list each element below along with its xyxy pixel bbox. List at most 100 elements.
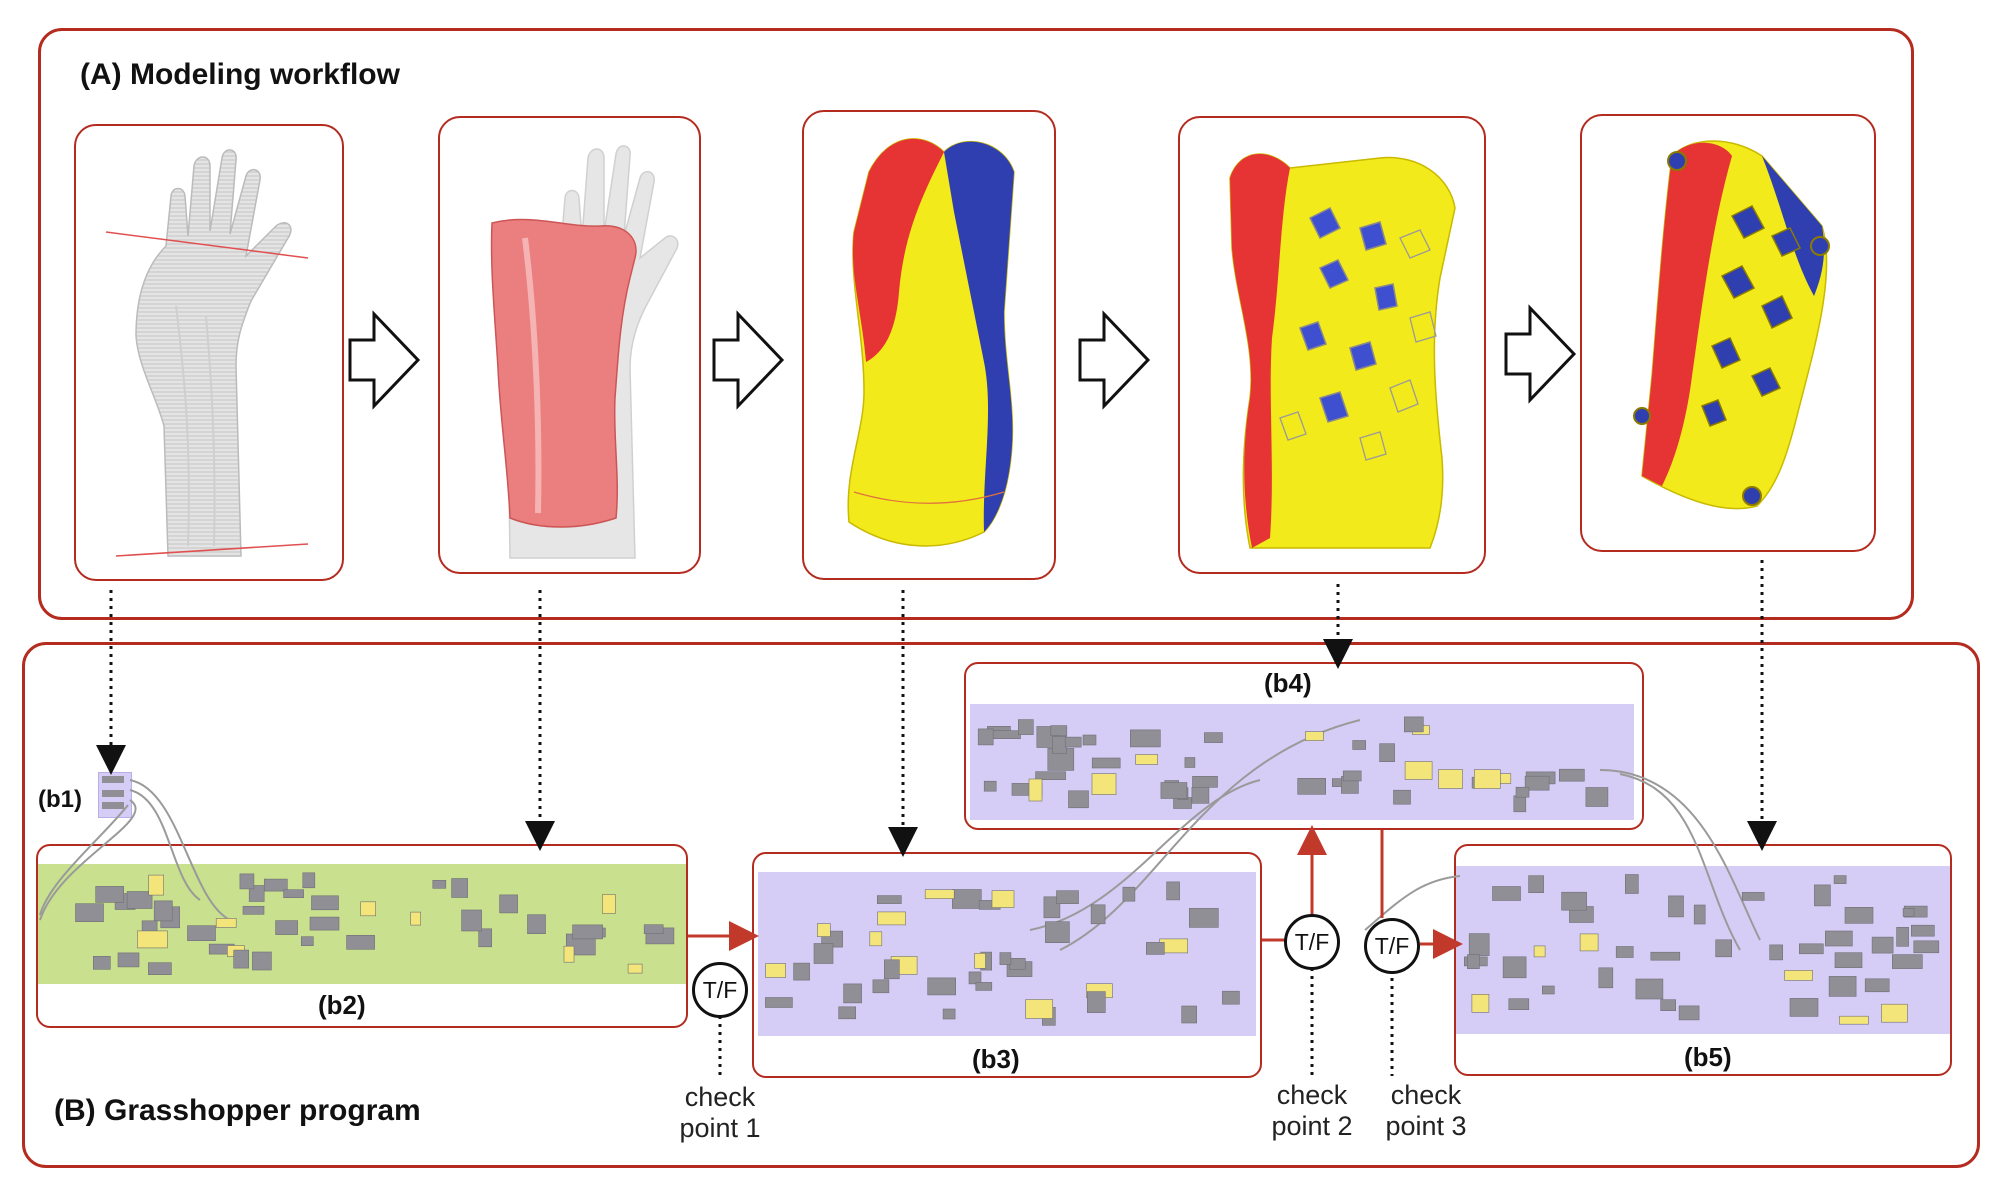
program-node-b2 xyxy=(252,951,272,971)
program-node-b2 xyxy=(451,878,468,898)
program-node-b3 xyxy=(927,977,957,996)
workflow-step-hand-scan xyxy=(74,124,344,581)
program-node-b5 xyxy=(1467,954,1480,970)
program-node-b4 xyxy=(1184,757,1196,768)
program-node-b5 xyxy=(1508,998,1530,1011)
perforated-splint-illustration xyxy=(1229,153,1456,549)
program-node-b2 xyxy=(643,924,664,935)
program-node-b3 xyxy=(1008,957,1026,970)
workflow-arrows xyxy=(348,304,1577,410)
program-node-b3 xyxy=(869,931,883,947)
program-node-b4 xyxy=(1130,729,1161,748)
program-node-b2 xyxy=(527,914,546,935)
label-b4: (b4) xyxy=(1264,668,1312,698)
program-node-b2 xyxy=(283,889,304,899)
program-node-b4 xyxy=(1305,731,1324,741)
workflow-step-split-shells xyxy=(802,110,1056,580)
program-node-b4 xyxy=(1135,754,1158,765)
program-node-b4 xyxy=(1379,743,1395,763)
program-node-b2 xyxy=(302,872,316,889)
program-node-b2 xyxy=(248,885,265,902)
program-node-b4 xyxy=(1091,757,1121,769)
program-node-b3 xyxy=(991,890,1015,908)
program-node-b5 xyxy=(1625,874,1639,894)
modeling-workflow-frame xyxy=(38,28,1914,620)
program-node-b3 xyxy=(1045,921,1070,944)
program-node-b3 xyxy=(843,983,862,1004)
program-node-b3 xyxy=(816,923,831,937)
program-node-b2 xyxy=(499,894,518,914)
workflow-step-surface-extract xyxy=(438,116,701,574)
program-node-b5 xyxy=(1784,970,1813,981)
checkpoint-3-line2: point 3 xyxy=(1385,1111,1467,1141)
program-wires xyxy=(39,719,1761,951)
program-node-b3 xyxy=(1166,881,1180,901)
program-node-b5 xyxy=(1635,978,1664,1000)
program-node-b5 xyxy=(1896,926,1909,947)
program-node-b3 xyxy=(974,952,986,969)
program-node-b5 xyxy=(1678,1005,1700,1021)
program-node-b4 xyxy=(1082,734,1097,746)
program-node-b2 xyxy=(95,886,124,903)
checkpoint-label-2: check point 2 xyxy=(1252,1080,1372,1142)
program-node-b1 xyxy=(102,776,124,783)
checkpoint-toggle-1: T/F xyxy=(692,962,748,1018)
program-node-b5 xyxy=(1528,875,1544,894)
checkpoint-toggle-3: T/F xyxy=(1364,918,1420,974)
program-node-b5 xyxy=(1693,904,1706,925)
program-node-b3 xyxy=(813,943,834,964)
program-node-b5 xyxy=(1492,886,1521,901)
label-b1: (b1) xyxy=(38,786,82,813)
program-node-b4 xyxy=(1052,735,1067,754)
program-node-b4 xyxy=(1352,740,1366,750)
program-node-b5 xyxy=(1799,943,1824,955)
program-node-b2 xyxy=(117,952,140,968)
program-node-b4 xyxy=(983,780,997,792)
program-node-b3 xyxy=(1181,1005,1197,1024)
program-node-b2 xyxy=(187,925,216,942)
checkpoint-2-line1: check xyxy=(1276,1080,1348,1110)
label-b3: (b3) xyxy=(972,1044,1020,1074)
program-node-b3 xyxy=(1122,886,1136,902)
program-node-b5 xyxy=(1825,930,1853,947)
program-node-b2 xyxy=(153,900,173,922)
program-node-b3 xyxy=(1146,942,1165,955)
program-node-b4 xyxy=(1017,719,1034,735)
program-node-b2 xyxy=(239,873,255,890)
program-node-b3 xyxy=(838,1006,857,1020)
program-node-b1 xyxy=(102,802,124,809)
program-node-b3 xyxy=(877,911,906,926)
program-node-b3 xyxy=(1222,990,1240,1005)
program-node-b4 xyxy=(1191,786,1210,804)
split-shell-illustration xyxy=(847,138,1015,547)
program-node-b4 xyxy=(1513,795,1527,813)
program-node-b4 xyxy=(1035,771,1066,781)
program-node-b5 xyxy=(1839,1015,1869,1025)
program-node-b4 xyxy=(1192,775,1218,788)
program-node-b5 xyxy=(1542,985,1555,995)
program-node-b3 xyxy=(942,1008,956,1020)
checkpoint-stems xyxy=(718,968,1394,1080)
program-node-b4 xyxy=(1393,789,1411,805)
program-node-b5 xyxy=(1668,895,1684,918)
program-node-b4 xyxy=(1404,716,1424,733)
program-node-b4 xyxy=(1297,777,1326,795)
flow-arrow-3 xyxy=(1078,310,1151,410)
program-node-b4 xyxy=(990,730,1021,740)
program-node-b3 xyxy=(765,963,787,978)
program-node-b3 xyxy=(951,889,982,909)
program-node-b4 xyxy=(1068,790,1089,809)
label-b5: (b5) xyxy=(1684,1042,1732,1072)
program-node-b2 xyxy=(311,895,339,911)
program-node-b4 xyxy=(1064,736,1082,748)
program-node-b3 xyxy=(1189,908,1219,928)
program-node-b2 xyxy=(461,909,482,932)
program-node-b5 xyxy=(1660,999,1676,1012)
hand-mesh-illustration xyxy=(105,149,309,557)
program-node-b3 xyxy=(883,959,900,980)
program-node-b5 xyxy=(1502,956,1527,979)
program-node-b2 xyxy=(242,905,265,915)
program-node-b1 xyxy=(102,790,124,797)
program-node-b3 xyxy=(1025,999,1053,1019)
